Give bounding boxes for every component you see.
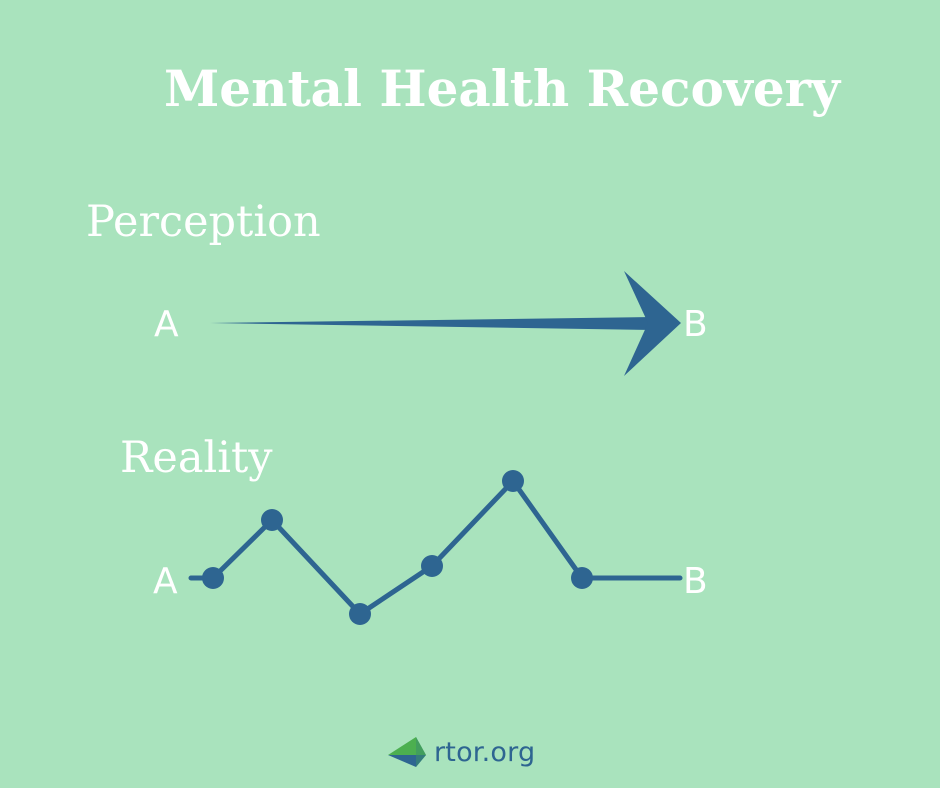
perception-arrow (210, 271, 681, 376)
reality-node (261, 509, 283, 531)
perception-arrow-shaft (210, 317, 654, 330)
logo-text: rtor.org (434, 736, 536, 768)
reality-path-line (188, 478, 683, 617)
reality-end-label: B (683, 561, 708, 602)
reality-path (188, 470, 683, 625)
reality-node (571, 567, 593, 589)
rtor-logo-mark-icon (388, 737, 426, 767)
perception-start-label: A (154, 304, 179, 345)
reality-node (349, 603, 371, 625)
reality-node (202, 567, 224, 589)
reality-node (502, 470, 524, 492)
rtor-logo: rtor.org (386, 734, 535, 770)
perception-arrow-head (624, 271, 681, 376)
perception-label: Perception (86, 197, 321, 247)
reality-start-label: A (153, 561, 178, 602)
reality-label: Reality (120, 433, 273, 483)
perception-end-label: B (683, 304, 708, 345)
reality-node (421, 555, 443, 577)
page-title: Mental Health Recovery (163, 59, 841, 118)
